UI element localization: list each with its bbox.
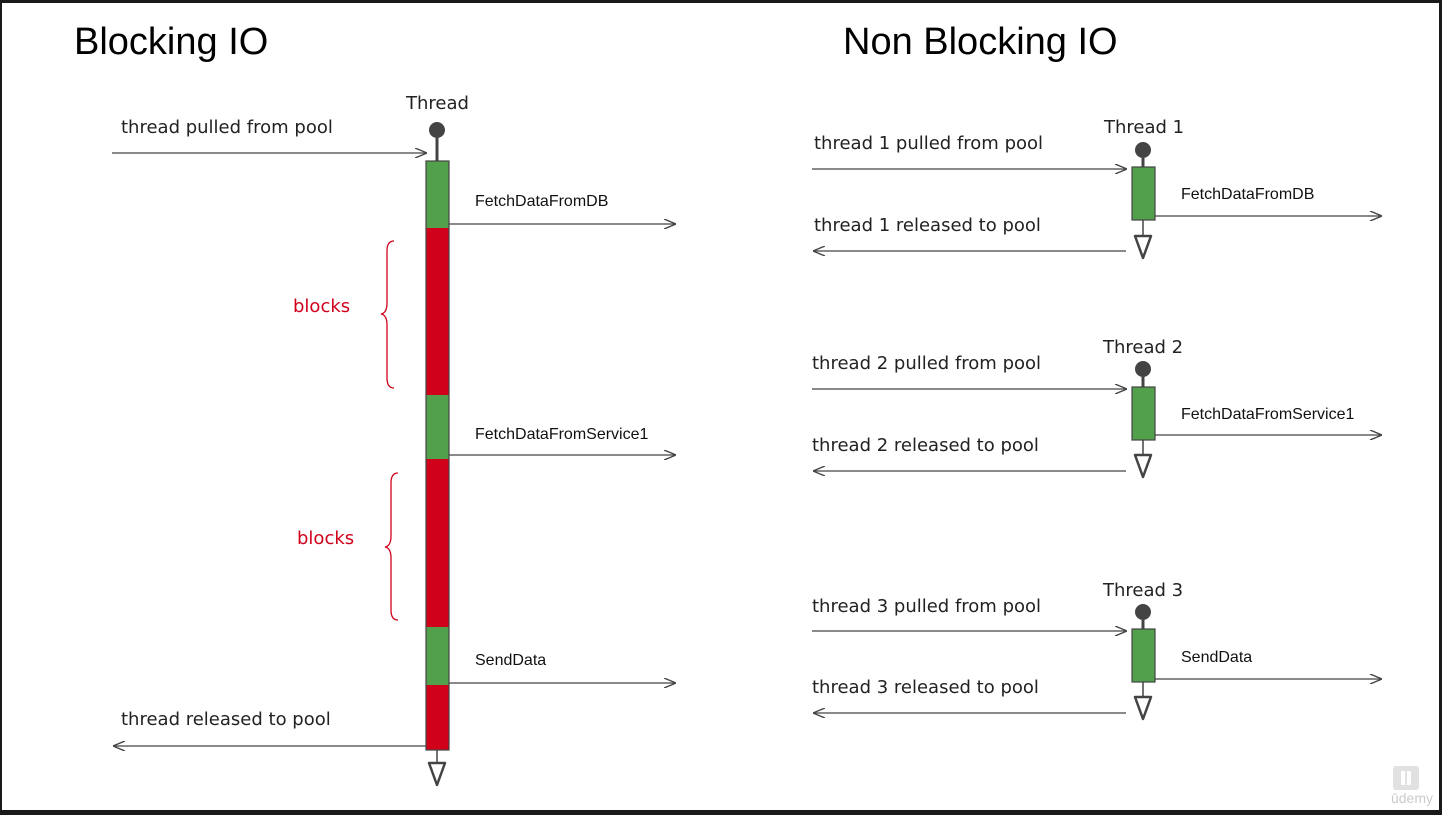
pulled-label: thread 3 pulled from pool [812,596,1041,617]
nonblocking-thread: Thread 3 thread 3 pulled from pool SendD… [812,580,1381,721]
nonblocking-thread: Thread 2 thread 2 pulled from pool Fetch… [812,337,1381,479]
blocked-segment [426,459,449,627]
blocking-released-label: thread released to pool [121,709,331,730]
thread-label: Thread 2 [1102,337,1183,358]
block-label: blocks [297,528,354,549]
block-brace [380,240,395,389]
thread-label: Thread 3 [1102,580,1183,601]
active-segment [426,161,449,228]
slide: Blocking IO Thread thread pulled from po… [2,3,1439,810]
thread-head [1135,361,1151,377]
released-label: thread 3 released to pool [812,677,1039,698]
blocking-section: Blocking IO Thread thread pulled from po… [74,21,675,787]
thread-end-icon [1133,234,1153,260]
block-brace [384,472,399,621]
task-label: FetchDataFromService1 [1181,406,1354,423]
released-label: thread 2 released to pool [812,435,1039,456]
blocked-segment [426,228,449,395]
thread-head [429,122,445,138]
thread-end-icon [1133,453,1153,479]
pulled-label: thread 2 pulled from pool [812,353,1041,374]
thread-end-icon [1133,695,1153,721]
io-diagram: Blocking IO Thread thread pulled from po… [74,21,1439,787]
pulled-label: thread 1 pulled from pool [814,133,1043,154]
pause-icon[interactable] [1393,766,1419,790]
thread-label: Thread 1 [1103,117,1184,138]
active-segment [426,627,449,685]
step-label: FetchDataFromService1 [475,426,648,443]
block-label: blocks [293,296,350,317]
active-segment [1131,166,1156,221]
blocking-pulled-label: thread pulled from pool [121,117,333,138]
thread-head [1135,604,1151,620]
blocked-segment [426,685,449,750]
thread-head [1135,142,1151,158]
udemy-watermark[interactable]: ūdemy [1373,766,1433,806]
blocking-title: Blocking IO [74,21,268,63]
blocking-thread-label: Thread [405,93,469,114]
task-label: SendData [1181,649,1252,666]
nonblocking-thread: Thread 1 thread 1 pulled from pool Fetch… [812,117,1381,260]
nonblocking-section: Non Blocking IO Thread 1 thread 1 pulled… [812,21,1381,721]
nonblocking-title: Non Blocking IO [843,21,1118,63]
active-segment [426,395,449,459]
watermark-text: ūdemy [1390,790,1433,806]
task-label: FetchDataFromDB [1181,186,1314,203]
thread-end-icon [427,761,447,787]
active-segment [1131,628,1156,683]
step-label: FetchDataFromDB [475,193,608,210]
step-label: SendData [475,652,546,669]
active-segment [1131,386,1156,441]
released-label: thread 1 released to pool [814,215,1041,236]
